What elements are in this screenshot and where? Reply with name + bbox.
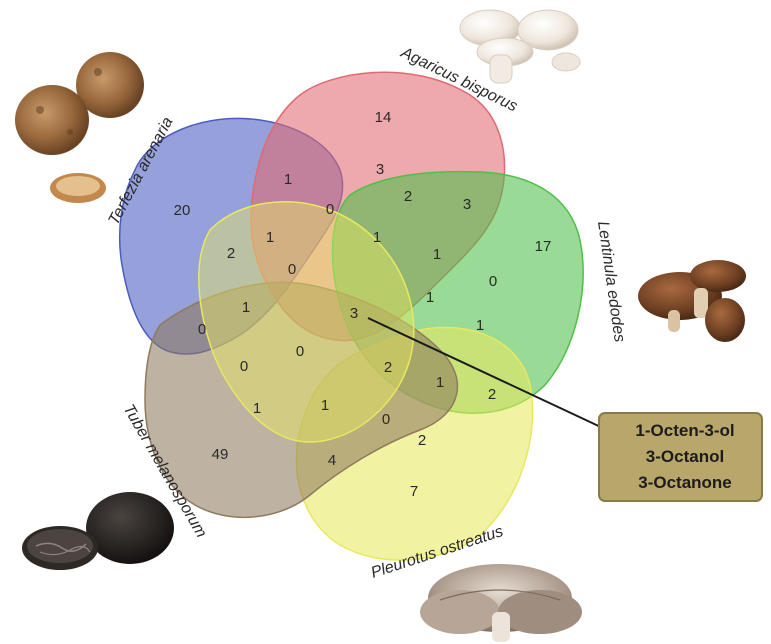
count-region: 1 (426, 289, 434, 306)
callout-line-2: 3-Octanol (646, 447, 724, 466)
count-region: 0 (198, 321, 206, 338)
count-region: 2 (418, 432, 426, 449)
count-region: 2 (384, 359, 392, 376)
count-region: 1 (476, 317, 484, 334)
count-region: 1 (242, 299, 250, 316)
count-agaricus-only: 14 (375, 109, 392, 126)
count-region: 2 (227, 245, 235, 262)
count-region: 1 (284, 171, 292, 188)
count-region: 1 (373, 229, 381, 246)
count-region: 0 (296, 343, 304, 360)
count-region: 0 (326, 201, 334, 218)
count-region: 0 (489, 273, 497, 290)
count-region: 1 (436, 374, 444, 391)
count-region: 0 (240, 358, 248, 375)
count-region: 4 (328, 452, 336, 469)
count-region: 3 (376, 161, 384, 178)
count-region: 1 (266, 229, 274, 246)
agaricus-photo-icon (460, 10, 580, 83)
count-region: 3 (350, 305, 358, 322)
shiitake-photo-icon (638, 260, 746, 342)
count-region: 1 (321, 397, 329, 414)
truffle-photo-icon (22, 492, 174, 570)
count-region: 1 (253, 400, 261, 417)
count-region: 0 (288, 261, 296, 278)
count-tuber-only: 49 (212, 446, 229, 463)
lentinula-label: Lentinula edodes (594, 220, 628, 343)
callout-line-1: 1-Octen-3-ol (635, 421, 734, 440)
count-region: 2 (488, 386, 496, 403)
count-region: 3 (463, 196, 471, 213)
count-terfezia-only: 20 (174, 202, 191, 219)
count-region: 1 (433, 246, 441, 263)
callout-line-3: 3-Octanone (638, 473, 732, 492)
terfezia-photo-icon (15, 52, 144, 203)
count-region: 2 (404, 188, 412, 205)
oyster-photo-icon (420, 564, 582, 642)
count-lentinula-only: 17 (535, 238, 552, 255)
count-region: 0 (382, 411, 390, 428)
count-pleurotus-only: 7 (410, 483, 418, 500)
